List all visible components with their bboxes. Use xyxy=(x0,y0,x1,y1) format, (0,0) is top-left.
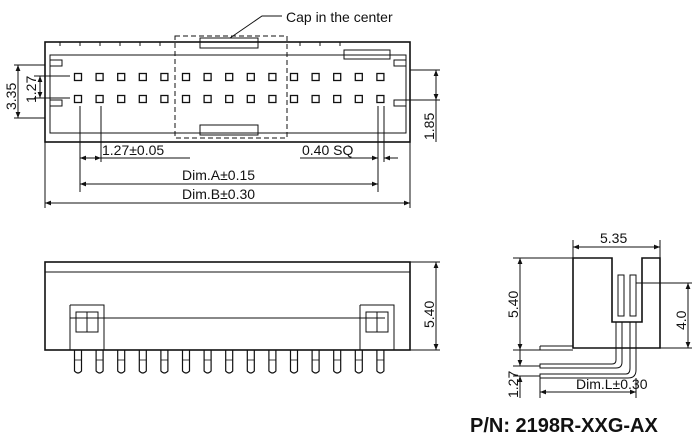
cap-tab-top xyxy=(199,37,259,49)
part-number: P/N: 2198R-XXG-AX xyxy=(470,415,658,437)
pin-top xyxy=(117,72,126,82)
dim-3-35: 3.35 xyxy=(3,64,45,119)
side-dim-l: Dim.L±0.30 xyxy=(539,376,648,398)
side-dim-4-0: 4.0 xyxy=(636,282,692,349)
front-pin xyxy=(181,350,191,374)
pin-bottom xyxy=(95,94,104,104)
side-dim-tail: 1.27 xyxy=(505,350,540,398)
dim-pitch: 1.27±0.05 xyxy=(80,142,190,161)
side-dim-4-0-label: 4.0 xyxy=(673,310,689,330)
left-end-latch xyxy=(50,59,63,107)
dim-pitch-label: 1.27±0.05 xyxy=(102,142,164,158)
front-pin xyxy=(117,350,126,374)
pin-row-top xyxy=(73,72,385,82)
dim-1-27-left: 1.27 xyxy=(23,75,70,103)
side-housing xyxy=(572,257,661,349)
pin-top xyxy=(289,72,299,82)
pin-bottom xyxy=(376,94,385,104)
pin-bottom xyxy=(311,94,320,104)
pin-bottom xyxy=(138,94,147,104)
dim-pin-sq: 0.40 SQ xyxy=(300,142,398,161)
pin-top xyxy=(160,72,169,82)
pin-bottom xyxy=(354,94,363,104)
front-pins xyxy=(73,350,385,374)
front-latch-left xyxy=(69,304,105,350)
pin-top xyxy=(354,72,363,82)
side-dim-height-label: 5.40 xyxy=(505,291,521,318)
pin-top xyxy=(333,72,342,82)
cap-tab-bottom xyxy=(199,124,259,136)
pin-top xyxy=(73,72,83,82)
front-pin xyxy=(160,350,169,374)
dim-b: Dim.B±0.30 xyxy=(45,186,410,206)
pin-bottom xyxy=(160,94,169,104)
polarization-key xyxy=(343,49,391,60)
pin-top xyxy=(181,72,191,82)
dim-1-27-left-label: 1.27 xyxy=(23,76,39,103)
cap-callout-leader xyxy=(229,15,282,39)
lead-lower xyxy=(539,322,623,369)
lead-stub xyxy=(539,345,573,351)
pin-bottom xyxy=(203,94,212,104)
front-view: 5.40 xyxy=(44,261,440,374)
side-dim-width: 5.35 xyxy=(572,230,661,258)
dim-b-label: Dim.B±0.30 xyxy=(182,186,255,202)
right-end-latch xyxy=(393,59,406,107)
pin-bottom xyxy=(181,94,191,104)
pin-bottom xyxy=(268,94,277,104)
front-pin xyxy=(138,350,147,374)
front-dim-height: 5.40 xyxy=(410,261,440,351)
front-pin xyxy=(225,350,234,374)
side-view: 5.35 5.40 4.0 1.27 Dim.L± xyxy=(505,230,692,398)
top-edge-ribs xyxy=(59,42,341,46)
front-pin xyxy=(354,350,363,374)
pin-bottom xyxy=(333,94,342,104)
front-pin xyxy=(376,350,385,374)
front-pin xyxy=(73,350,83,374)
pin-top xyxy=(138,72,147,82)
top-view: Cap in the center 3.35 1.27 1.85 xyxy=(3,9,440,208)
pin-top xyxy=(246,72,255,82)
center-cap-region xyxy=(174,35,288,139)
side-dim-tail-label: 1.27 xyxy=(505,371,521,398)
housing-inner-wall xyxy=(49,54,407,134)
pin-top xyxy=(376,72,385,82)
front-pin xyxy=(268,350,277,374)
side-dim-l-label: Dim.L±0.30 xyxy=(576,376,648,392)
pin-bottom xyxy=(73,94,83,104)
pin-bottom xyxy=(225,94,234,104)
pin-top xyxy=(203,72,212,82)
front-pin xyxy=(246,350,255,374)
front-latch-right xyxy=(359,304,395,350)
pin-top xyxy=(225,72,234,82)
dim-a-label: Dim.A±0.15 xyxy=(182,167,255,183)
pin-top xyxy=(268,72,277,82)
side-dim-height: 5.40 xyxy=(505,257,573,351)
cap-callout-label: Cap in the center xyxy=(286,9,393,25)
front-pin xyxy=(333,350,342,374)
front-pin xyxy=(203,350,212,374)
dim-3-35-label: 3.35 xyxy=(3,83,19,110)
pin-row-bottom xyxy=(73,94,385,104)
pin-top xyxy=(311,72,320,82)
front-pin xyxy=(311,350,320,374)
side-dim-width-label: 5.35 xyxy=(600,230,627,246)
front-pin xyxy=(95,350,104,374)
front-dim-height-label: 5.40 xyxy=(421,301,437,328)
dim-1-85: 1.85 xyxy=(406,69,440,142)
dim-1-85-label: 1.85 xyxy=(421,113,437,140)
pin-bottom xyxy=(289,94,299,104)
side-contact-slots xyxy=(617,274,637,317)
dim-a: Dim.A±0.15 xyxy=(80,167,378,187)
dim-pin-sq-label: 0.40 SQ xyxy=(302,142,353,158)
pin-top xyxy=(95,72,104,82)
pin-bottom xyxy=(117,94,126,104)
front-pin xyxy=(289,350,299,374)
pin-bottom xyxy=(246,94,255,104)
front-housing xyxy=(44,261,411,351)
housing-outline xyxy=(44,41,411,143)
